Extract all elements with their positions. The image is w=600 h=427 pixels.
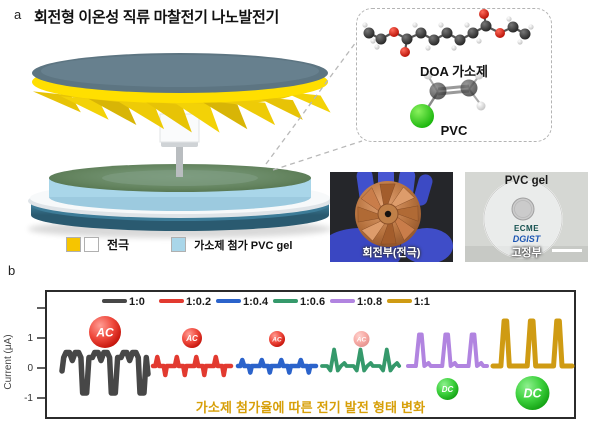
- electrode-swatch-white: [84, 237, 99, 252]
- gel-disc-edge: [483, 179, 563, 259]
- carbon-atom: [507, 21, 519, 33]
- gel-label: 가소제 첨가 PVC gel: [194, 239, 293, 252]
- hydrogen-atom: [438, 22, 444, 28]
- carbon-atom: [429, 82, 447, 100]
- gel-caption: 고정부: [511, 247, 542, 259]
- carbon-atom: [363, 27, 375, 39]
- scale-bar: [552, 249, 582, 252]
- oxygen-atom: [479, 9, 489, 19]
- oxygen-atom: [400, 47, 410, 57]
- hydrogen-atom: [362, 22, 368, 28]
- gel-photo-title: PVC gel: [504, 175, 549, 187]
- carbon-atom: [460, 79, 478, 97]
- panel-a-title: 회전형 이온성 직류 마찰전기 나노발전기: [34, 9, 279, 26]
- carbon-atom: [401, 33, 413, 45]
- rotor-caption: 회전부(전극): [362, 247, 421, 259]
- coin: [511, 197, 535, 221]
- carbon-atom: [375, 33, 387, 45]
- electrode-swatch-yellow: [66, 237, 81, 252]
- hydrogen-atom: [464, 22, 470, 28]
- carbon-atom: [467, 27, 479, 39]
- hydrogen-atom: [412, 22, 418, 28]
- hydrogen-atom: [476, 38, 482, 44]
- carbon-atom: [480, 20, 492, 32]
- device-illustration: [28, 53, 332, 238]
- panel-b-caption: 가소제 첨가율에 따른 전기 발전 형태 변화: [195, 400, 426, 415]
- shaft-rod: [176, 145, 183, 177]
- y-axis-label: Current (μA): [3, 334, 14, 389]
- turbine-blade: [171, 100, 220, 133]
- panel-b-label: b: [8, 263, 16, 278]
- carbon-atom: [441, 27, 453, 39]
- top-cover-highlight: [41, 55, 319, 87]
- turbine-blade: [227, 98, 276, 126]
- pvc-molecule-illustration: [410, 70, 486, 128]
- molecule-drawings: [362, 9, 534, 128]
- doa-molecule-illustration: [362, 9, 534, 57]
- carbon-atom: [454, 34, 466, 46]
- legend-electrode: 전극: [66, 236, 129, 253]
- hydrogen-atom: [370, 38, 376, 44]
- carbon-atom: [428, 34, 440, 46]
- panel-a-label: a: [14, 7, 22, 22]
- coin-detail: [514, 200, 532, 218]
- rotor-hole: [384, 210, 392, 218]
- turbine-blade: [88, 98, 137, 126]
- turbine-blade: [116, 100, 165, 130]
- oxygen-atom: [389, 27, 399, 37]
- carbon-atom: [519, 28, 531, 40]
- hydrogen-atom: [506, 16, 512, 22]
- turbine-blade: [199, 100, 248, 130]
- rotor-blades: [357, 183, 419, 245]
- ytick-1: 1: [27, 333, 33, 344]
- molecule-inset: DOA 가소제 PVC: [356, 8, 552, 142]
- oxygen-atom: [495, 28, 505, 38]
- photo-gel: PVC gel ECME DGIST 고정부: [465, 172, 588, 262]
- carbon-atom: [415, 27, 427, 39]
- hydrogen-atom: [374, 44, 380, 50]
- hydrogen-atom: [476, 101, 486, 111]
- blue-glove: [330, 172, 453, 262]
- y-axis-ticks: 1 0 -1: [24, 307, 45, 404]
- electrode-label: 전극: [107, 238, 130, 252]
- gel-swatch: [171, 237, 187, 252]
- hydrogen-atom: [423, 70, 433, 80]
- ytick-neg1: -1: [24, 393, 33, 404]
- legend-gel: 가소제 첨가 PVC gel: [171, 237, 292, 253]
- device-legend: 전극 가소제 첨가 PVC gel: [66, 236, 292, 253]
- doa-label: DOA 가소제: [420, 64, 488, 79]
- hydrogen-atom: [528, 24, 534, 30]
- hydrogen-atom: [451, 45, 457, 51]
- ecme-logo: ECME: [513, 224, 540, 233]
- gel-top-center: [102, 170, 258, 186]
- chlorine-atom: [410, 104, 434, 128]
- hydrogen-atom: [474, 70, 484, 80]
- hydrogen-atom: [517, 39, 523, 45]
- ytick-0: 0: [27, 363, 33, 374]
- pvc-label: PVC: [440, 123, 468, 138]
- dgist-logo: DGIST: [512, 234, 541, 244]
- hydrogen-atom: [425, 45, 431, 51]
- rotor-photo-illustration: [330, 172, 453, 262]
- photo-rotor: 회전부(전극): [330, 172, 453, 262]
- turbine-blade: [143, 100, 192, 133]
